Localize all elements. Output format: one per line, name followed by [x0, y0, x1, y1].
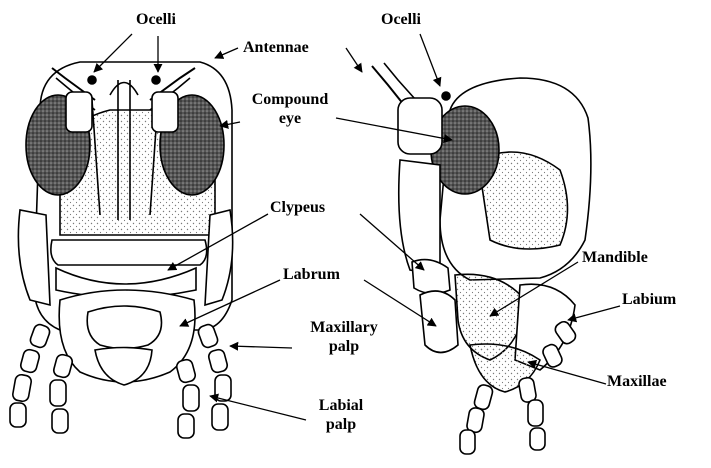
front-view-head: [10, 62, 233, 438]
label-maxillary-palp-line1: Maxillary: [294, 318, 394, 337]
label-compound-eye-line2: eye: [240, 109, 340, 128]
label-compound-eye: Compound eye: [240, 90, 340, 128]
side-view-head: [372, 63, 591, 454]
leader-maxillary-palp: [230, 346, 292, 348]
label-labium: Labium: [622, 290, 676, 309]
leader-antennae-left: [215, 48, 238, 58]
leader-maxillae: [528, 362, 606, 384]
label-compound-eye-line1: Compound: [240, 90, 340, 109]
front-ocellus-left: [88, 76, 96, 84]
front-ocellus-right: [152, 76, 160, 84]
side-labrum: [420, 291, 458, 353]
side-ocellus: [442, 92, 450, 100]
label-labial-palp-line2: palp: [306, 415, 376, 434]
label-labrum: Labrum: [283, 265, 340, 284]
label-ocelli-front: Ocelli: [136, 10, 176, 29]
leader-antennae-right: [346, 48, 362, 72]
leader-labium: [568, 306, 620, 320]
label-clypeus: Clypeus: [270, 198, 325, 217]
label-labial-palp: Labial palp: [306, 396, 376, 434]
label-mandible: Mandible: [582, 248, 648, 267]
label-maxillary-palp: Maxillary palp: [294, 318, 394, 356]
label-maxillary-palp-line2: palp: [294, 337, 394, 356]
label-ocelli-side: Ocelli: [381, 10, 421, 29]
label-labial-palp-line1: Labial: [306, 396, 376, 415]
leader-ocelli-side: [420, 34, 440, 86]
label-antennae: Antennae: [243, 38, 309, 57]
label-maxillae: Maxillae: [607, 372, 667, 391]
